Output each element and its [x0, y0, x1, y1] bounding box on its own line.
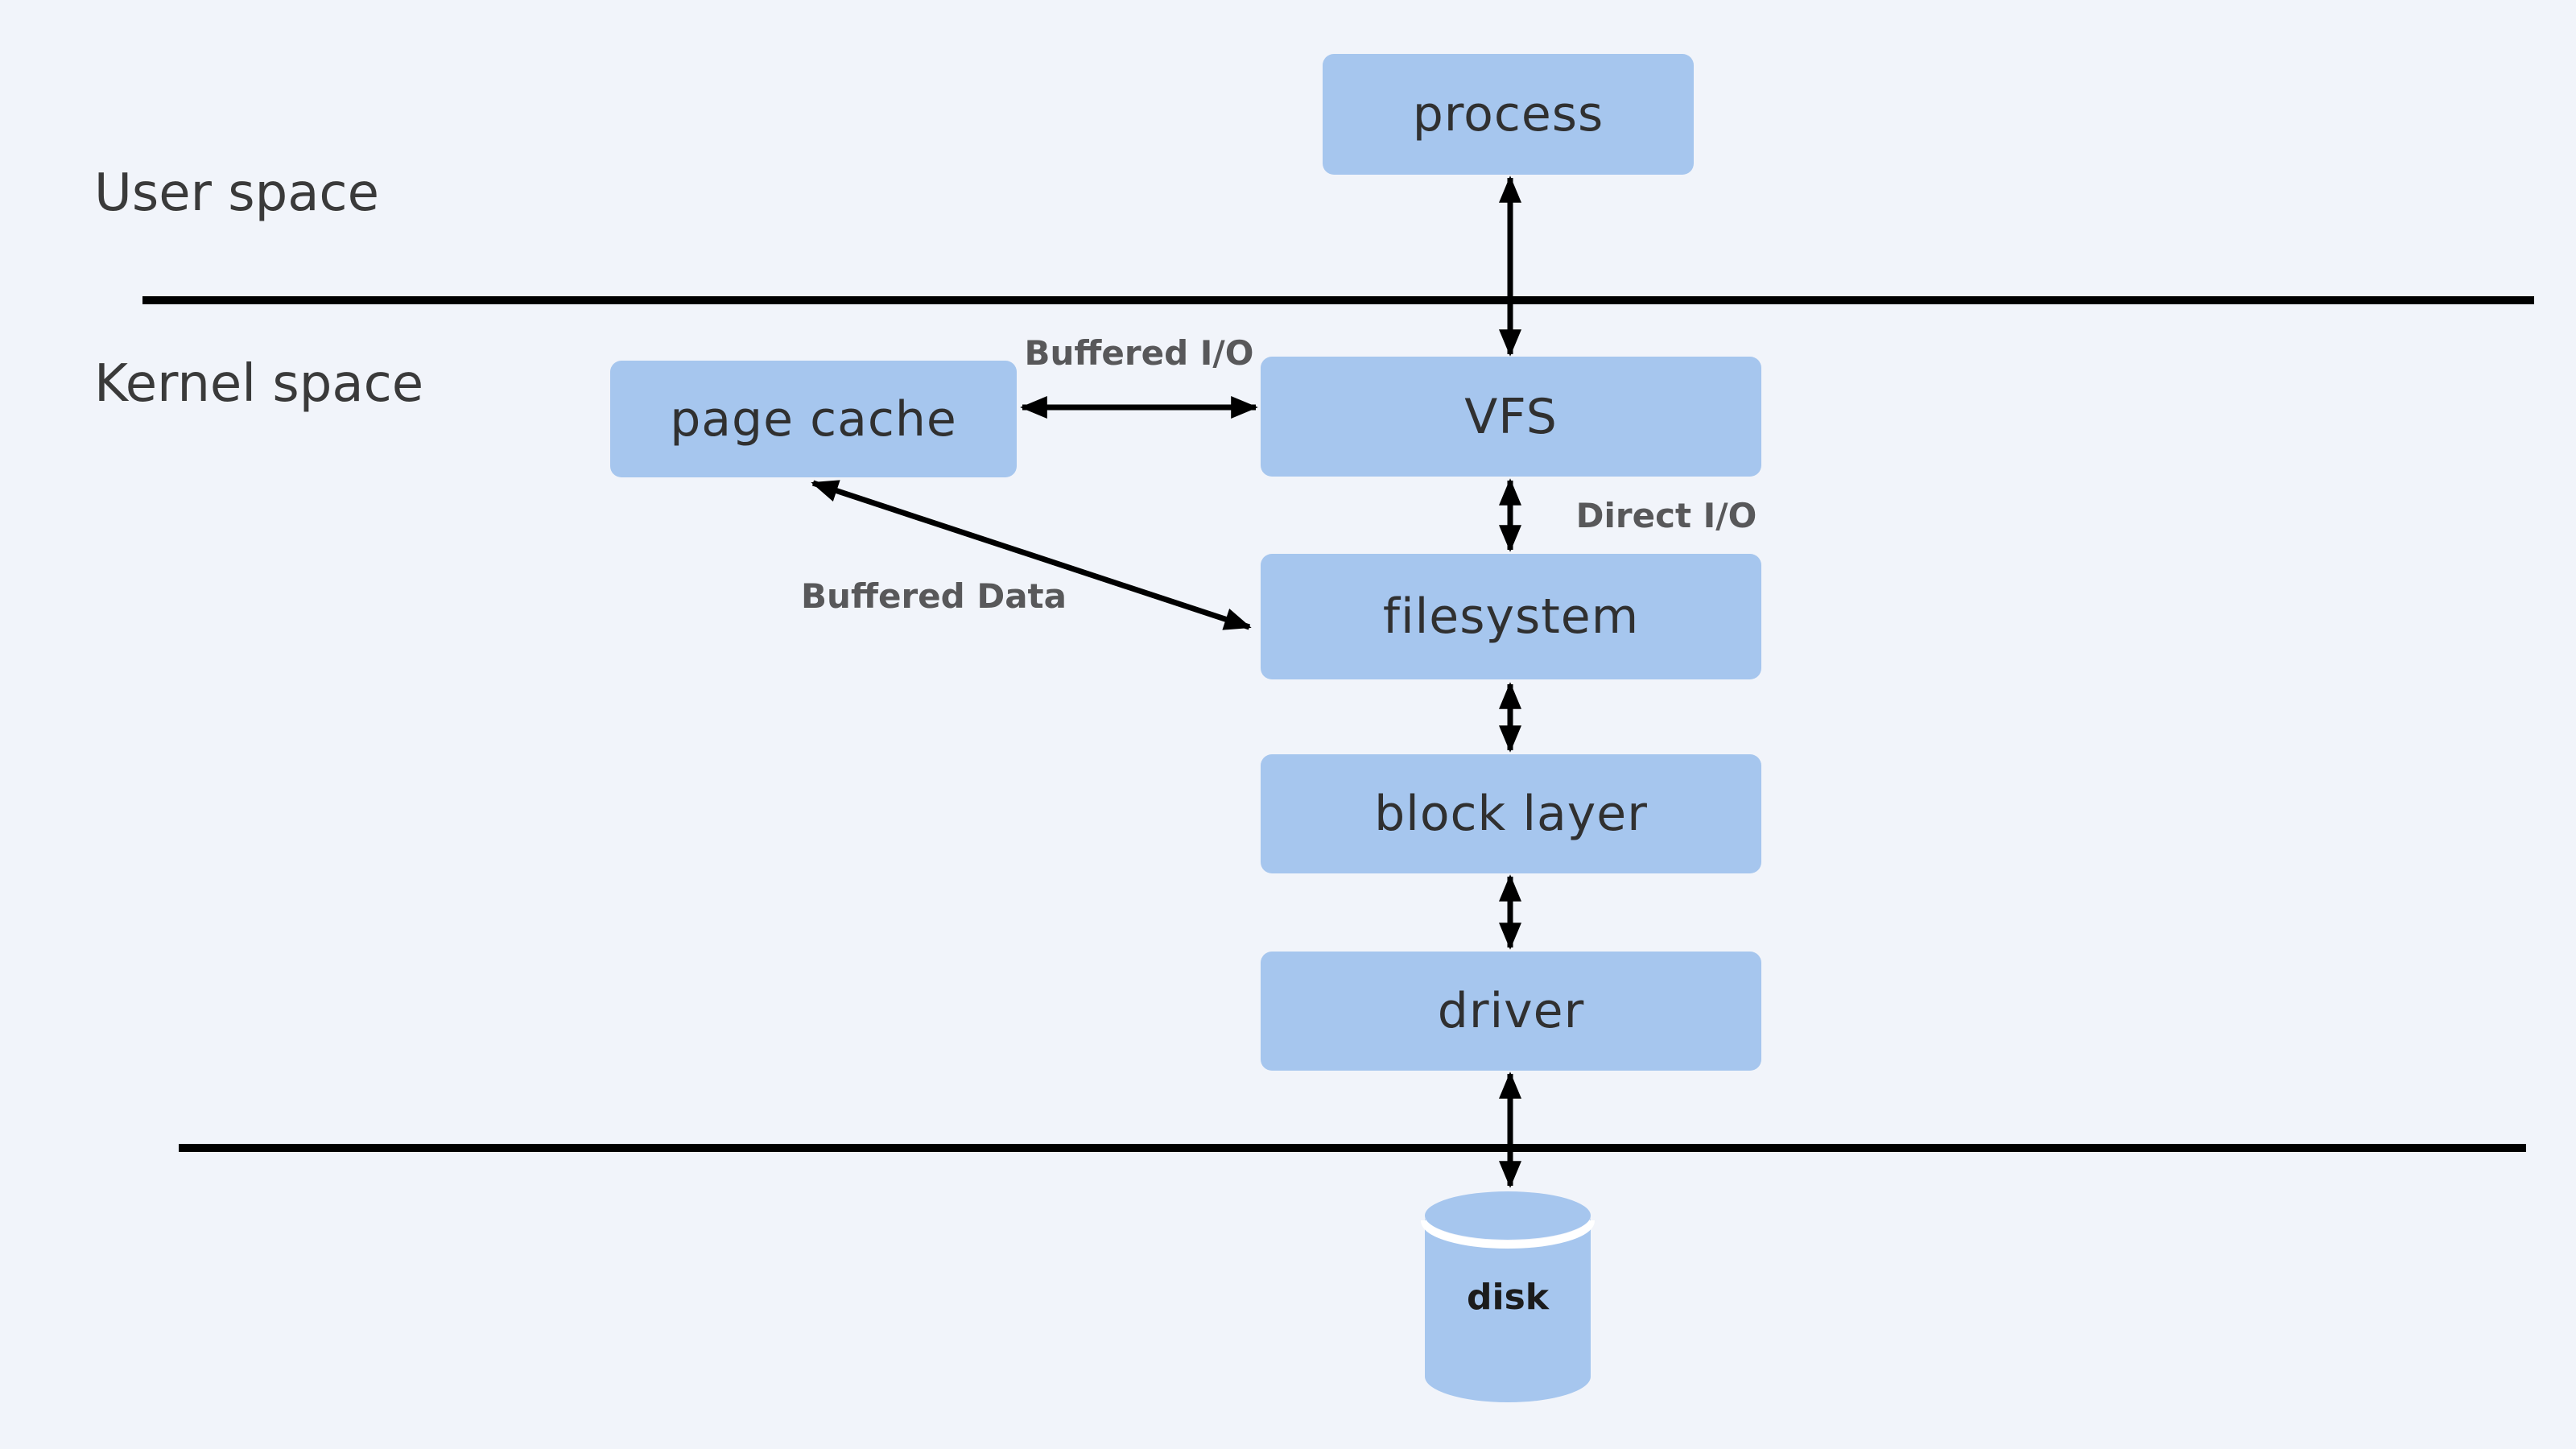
node-driver: driver: [1261, 952, 1761, 1071]
node-vfs: VFS: [1261, 357, 1761, 477]
user-space-label: User space: [94, 163, 379, 223]
buffered-data-label: Buffered Data: [801, 576, 1067, 616]
node-process-label: process: [1412, 86, 1604, 142]
node-filesystem: filesystem: [1261, 554, 1761, 679]
kernel-hardware-divider-line: [179, 1144, 2526, 1152]
user-kernel-divider-line: [142, 296, 2534, 304]
kernel-space-label: Kernel space: [94, 354, 424, 414]
node-block-layer: block layer: [1261, 754, 1761, 873]
node-block-layer-label: block layer: [1374, 786, 1648, 842]
node-filesystem-label: filesystem: [1382, 588, 1640, 645]
disk-cylinder-lid: [1425, 1191, 1591, 1240]
node-page-cache: page cache: [610, 361, 1017, 477]
node-process: process: [1323, 54, 1694, 175]
buffered-io-label: Buffered I/O: [1024, 333, 1254, 373]
edge-pagecache-filesystem: [811, 480, 1252, 630]
disk-cylinder: [1421, 1191, 1595, 1402]
node-disk-label: disk: [1466, 1277, 1550, 1318]
direct-io-label: Direct I/O: [1575, 496, 1757, 535]
disk-cylinder-body: [1425, 1217, 1591, 1402]
disk-cylinder-lid-separator: [1421, 1220, 1595, 1249]
node-vfs-label: VFS: [1464, 388, 1558, 445]
node-driver-label: driver: [1437, 983, 1585, 1039]
node-page-cache-label: page cache: [670, 390, 957, 448]
